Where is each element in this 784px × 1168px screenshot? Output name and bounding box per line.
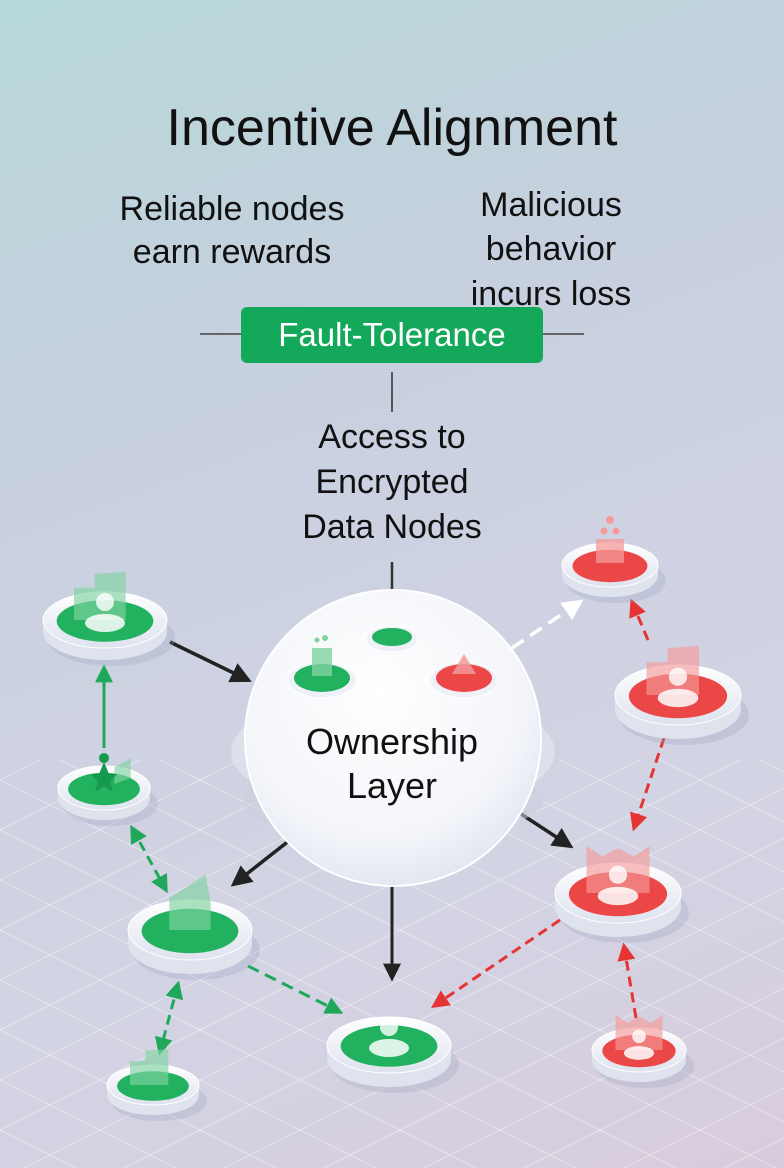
ownership-layer-core[interactable]: Ownership Layer [231,589,555,887]
grid-line [500,380,784,1168]
node-reliable-mid-left[interactable] [57,753,158,826]
bubble [612,527,620,535]
reward-label: Reliable nodes earn rewards [120,190,345,271]
access-label: Access to Encrypted Data Nodes [302,418,482,546]
node-panel [130,1049,169,1085]
core-reliable-left[interactable] [287,635,357,699]
star-shape [91,762,117,792]
user-star-icon [91,753,131,792]
user-head [608,865,628,884]
core-label-line-1: Ownership [306,721,478,762]
node-reliable-bottom-center[interactable] [326,1016,459,1093]
node-panel [114,758,131,784]
user-head [668,667,688,686]
drop-icon [452,654,476,674]
grid-line [0,380,400,1168]
reward-label-line-2: earn rewards [133,233,331,271]
bubble [606,516,614,524]
arrow-core-to-lowerleft [230,838,292,887]
node-malicious-upper-right[interactable] [614,645,749,745]
grid-line [0,380,300,1168]
access-label-line-3: Data Nodes [302,508,482,546]
bubble [322,635,328,641]
cup-bubbles-icon [596,516,624,563]
grid-line [0,380,500,1168]
arrow-bottomright-to-lowerright [617,942,638,1019]
user-building-icon [74,571,126,632]
user-body [657,688,699,708]
bubble [600,527,608,535]
access-label-line-2: Encrypted [315,463,468,501]
user-icon [369,1018,409,1057]
arrow-lowerleft-bottomleft-bidir [154,980,184,1056]
core-label-line-2: Layer [347,765,437,806]
node-malicious-lower-right[interactable] [554,846,689,943]
node-cup [596,539,624,563]
grid-line [300,380,784,1168]
node-reliable-lower-left[interactable] [127,874,260,980]
core-reliable-center[interactable] [365,625,419,653]
node-reliable-bottom-left[interactable] [106,1049,207,1121]
arrow-upperright-to-topright [629,598,650,641]
node-status-disc [141,908,239,954]
node-malicious-top-right[interactable] [561,516,666,603]
core-node-disc [294,664,350,692]
core-malicious-right[interactable] [429,654,499,699]
arrow-lowerleft-to-bottomcenter [247,964,344,1014]
user-head [96,593,114,611]
core-node-disc [372,628,412,646]
loss-label-line-1: Malicious [480,186,622,224]
loss-label: Malicious behavior incurs loss [471,186,632,313]
user-body [85,614,125,632]
arrow-upperright-to-lowerright [630,737,666,832]
fault-tolerance-badge: Fault-Tolerance [200,307,584,412]
user-head [99,753,109,763]
arrow-lowerright-to-bottomcenter [431,918,561,1009]
user-crown-icon [586,846,650,906]
network-nodes [42,516,749,1121]
core-node-disc [436,664,492,692]
node-malicious-bottom-right[interactable] [591,1015,694,1088]
badge-background [241,307,543,363]
arrow-core-to-topright-dashed [511,599,584,650]
user-factory-icon [646,645,699,708]
user-head [632,1029,646,1044]
bubble [314,637,320,643]
badge-label: Fault-Tolerance [278,316,505,353]
access-label-line-1: Access to [318,418,465,456]
arrow-midleft-lowerleft-bidir [130,824,168,894]
node-reliable-top-left[interactable] [42,571,175,666]
panel-icon [130,1049,169,1085]
grid-line [0,380,784,1168]
user-broken-icon [615,1015,663,1060]
arrow-topleft-to-core [169,640,252,683]
grid-line [0,380,784,1168]
user-head [380,1018,398,1036]
grid-line [0,380,784,1168]
diagram-title: Incentive Alignment [167,99,618,157]
node-panel [169,874,211,930]
reward-label-line-1: Reliable nodes [120,190,345,228]
loss-label-line-2: behavior [486,230,616,268]
loss-label-line-3: incurs loss [471,275,632,313]
user-body [369,1039,409,1057]
node-status-disc [572,549,648,583]
user-body [623,1046,655,1060]
grid-line [200,380,784,1168]
tower-icon [312,648,332,676]
shield-panel-icon [169,874,211,930]
user-body [597,886,639,906]
grid-line [0,380,784,1168]
